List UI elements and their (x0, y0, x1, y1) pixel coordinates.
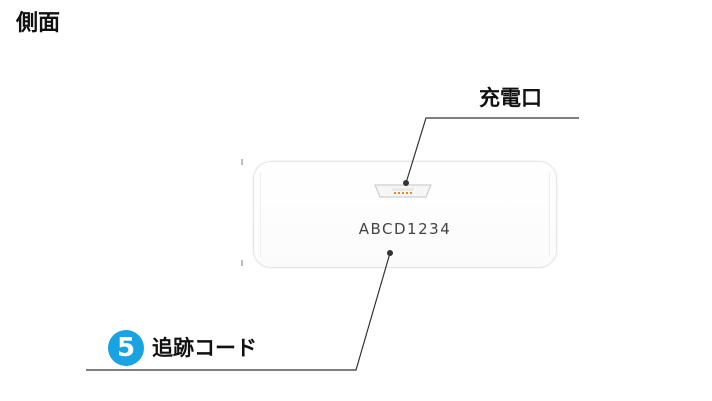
device-edge-mark-bottom (241, 260, 243, 266)
callout-number-badge: 5 (108, 330, 144, 366)
charging-port-icon (374, 184, 432, 198)
device-edge-left (260, 172, 261, 257)
tracking-code-text: ABCD1234 (358, 220, 452, 238)
charging-port-leader (403, 117, 579, 186)
charging-port-label: 充電口 (479, 86, 542, 110)
tracking-code-leader (86, 250, 393, 371)
device-side-view: ABCD1234 (253, 161, 557, 268)
device-edge-mark-top (241, 159, 243, 165)
tracking-code-label: 追跡コード (152, 336, 257, 360)
page-title: 側面 (16, 11, 61, 36)
port-pins (394, 192, 412, 194)
device-edge-right (549, 172, 550, 257)
